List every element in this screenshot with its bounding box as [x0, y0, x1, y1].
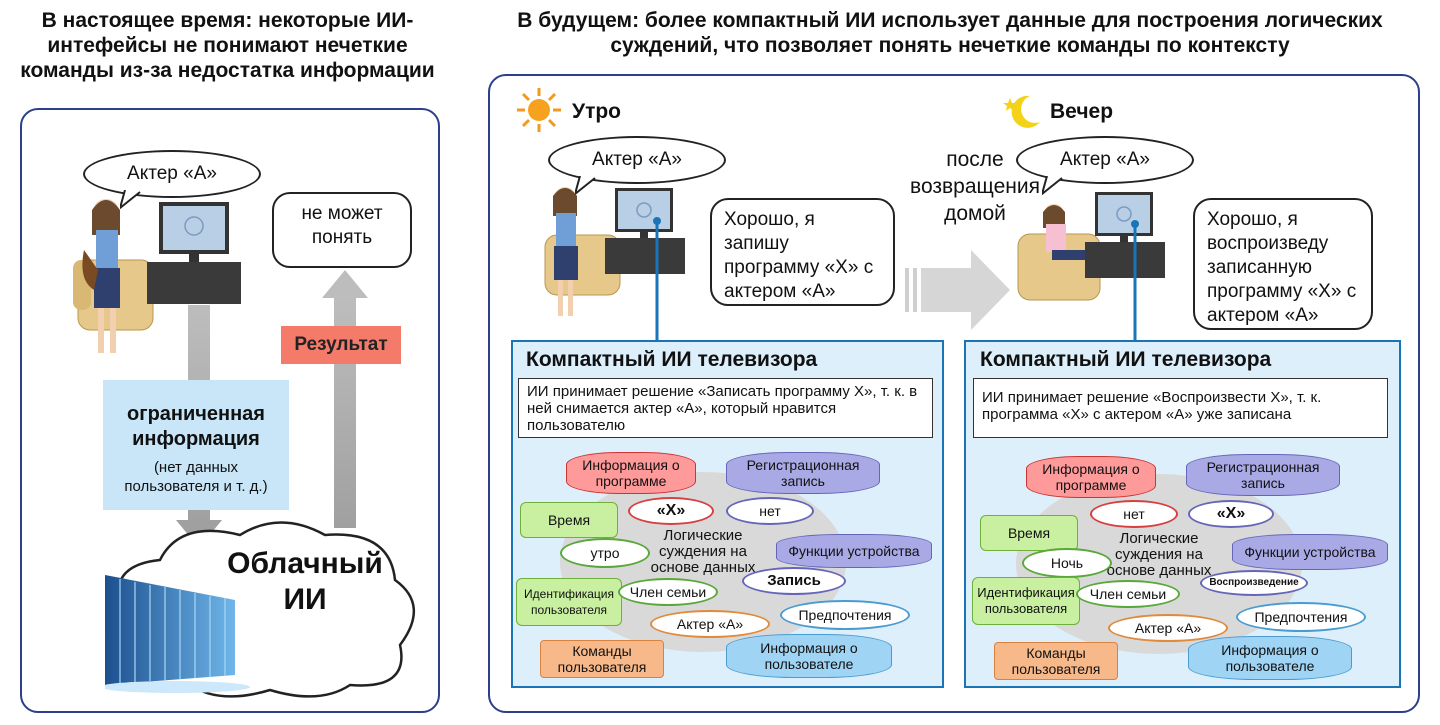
morning-preferences: Предпочтения	[780, 600, 910, 630]
evening-actor-bubble: Актер «А»	[1016, 136, 1194, 184]
arrow-right-icon	[905, 250, 1010, 330]
evening-user-commands: Команды пользователя	[994, 642, 1118, 680]
morning-user-id: Идентификация пользователя	[516, 578, 622, 626]
tv-icon	[147, 202, 241, 304]
morning-reply-bubble: Хорошо, я запишу программу «X» с актером…	[710, 198, 895, 306]
evening-action: Воспроизведение	[1200, 570, 1308, 596]
morning-device-functions: Функции устройства	[776, 534, 932, 568]
morning-time-value: утро	[560, 538, 650, 568]
result-label: Результат	[281, 326, 401, 364]
morning-decision: ИИ принимает решение «Записать программу…	[518, 378, 933, 438]
morning-user-info: Информация о пользователе	[726, 634, 892, 678]
morning-program-info: Информация о программе	[566, 452, 696, 494]
evening-actor-a: Актер «А»	[1108, 614, 1228, 642]
sun-icon	[517, 88, 561, 132]
evening-reply-bubble: Хорошо, я воспроизведу записанную програ…	[1193, 198, 1373, 330]
morning-none: нет	[726, 497, 814, 525]
morning-connector	[653, 217, 661, 345]
arrow-up-icon	[322, 270, 368, 298]
evening-time-value: Ночь	[1022, 548, 1112, 578]
actor-bubble: Актер «А»	[83, 150, 261, 198]
evening-label: Вечер	[1050, 100, 1114, 123]
morning-time: Время	[520, 502, 618, 538]
evening-connector	[1131, 220, 1139, 345]
evening-logic-label: Логические суждения на основе данных	[1106, 530, 1212, 579]
morning-logic-label: Логические суждения на основе данных	[650, 527, 756, 576]
morning-ai-title: Компактный ИИ телевизора	[526, 348, 818, 371]
evening-preferences: Предпочтения	[1236, 602, 1366, 632]
right-heading: В будущем: более компактный ИИ используе…	[517, 9, 1383, 57]
evening-registration: Регистрационная запись	[1186, 454, 1340, 496]
morning-user-commands: Команды пользователя	[540, 640, 664, 678]
server-icon	[105, 575, 250, 693]
morning-family-member: Член семьи	[618, 578, 718, 606]
evening-program-info: Информация о программе	[1026, 456, 1156, 498]
evening-user-id: Идентификация пользователя	[972, 577, 1080, 625]
evening-bubble-tail	[1042, 176, 1063, 196]
evening-tv-icon	[1085, 192, 1165, 278]
evening-user-info: Информация о пользователе	[1188, 636, 1352, 680]
bubble-tail	[120, 190, 141, 210]
morning-action: Запись	[742, 567, 846, 595]
morning-actor-bubble: Актер «А»	[548, 136, 726, 184]
evening-ai-title: Компактный ИИ телевизора	[980, 348, 1272, 371]
morning-x-mark: «X»	[628, 497, 714, 525]
limited-info-sub: (нет данных пользователя и т. д.)	[124, 459, 268, 495]
cannot-understand-bubble: не может понять	[272, 192, 412, 268]
limited-info-title: ограниченная информация	[127, 403, 265, 450]
evening-none: нет	[1090, 500, 1178, 528]
evening-person-icon	[1017, 204, 1101, 301]
evening-family-member: Член семьи	[1076, 580, 1180, 608]
cloud-ai-label: Облачный ИИ	[227, 547, 383, 616]
left-heading: В настоящее время: некоторые ИИ-интефейс…	[20, 9, 435, 82]
morning-label: Утро	[572, 100, 622, 123]
evening-time: Время	[980, 515, 1078, 551]
evening-device-functions: Функции устройства	[1232, 534, 1388, 570]
morning-tv-icon	[605, 188, 685, 274]
morning-actor-a: Актер «А»	[650, 610, 770, 638]
moon-icon	[1003, 95, 1040, 128]
morning-bubble-tail	[575, 176, 596, 196]
morning-registration: Регистрационная запись	[726, 452, 880, 494]
person-icon	[73, 199, 154, 353]
morning-person-icon	[544, 187, 621, 316]
transition-label: после возвращения домой	[910, 148, 1040, 225]
evening-decision: ИИ принимает решение «Воспроизвести X», …	[973, 378, 1388, 438]
limited-info-box: ограниченная информация (нет данных поль…	[103, 380, 289, 510]
evening-x-mark: «X»	[1188, 500, 1274, 528]
